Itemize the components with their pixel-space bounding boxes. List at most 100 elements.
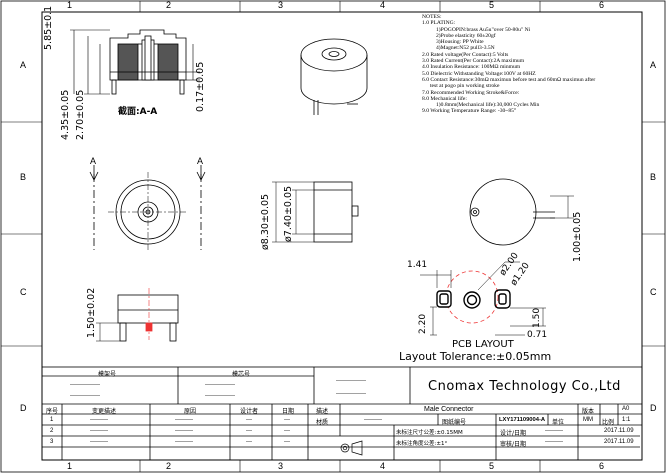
note-line: 4)Magnet:N52 pull3-3.5N [436,45,495,52]
note-line: 5.0 Dielectric Withstanding Voltage:100V… [422,70,536,77]
zone-row-a-right: A [650,60,657,70]
dash-field: --------------- [70,382,100,388]
company-name: Cnomax Technology Co.,Ltd [428,379,621,394]
rev-row-designer: --- [246,428,252,434]
zone-col-5-bottom: 5 [489,461,495,471]
dim-inner-dia: ø7.40±0.05 [283,185,294,242]
approved-label: 审核/日期 [500,441,527,448]
scale-label: 比例 [602,419,615,426]
note-line: 9.0 Working Temperature Range: -30~85° [422,108,517,115]
rev-row-date: --- [284,417,290,423]
drawn-label: 设计/日期 [500,430,527,437]
version-value: A0 [622,406,630,412]
note-line: 6.0 Contact Resistance:30mΩ maximun befo… [422,76,596,83]
zone-col-4-top: 4 [380,0,386,10]
rev-row-reason: --------- [175,439,193,445]
drawing-no-label: 图纸编号 [442,419,467,426]
note-line: 1)0.8mm(Mechanical life):30,000 Cycles M… [436,102,540,109]
zone-col-3-top: 3 [278,0,284,10]
note-line: 4.0 Insulation Resistance: 100MΩ minmum [422,64,521,71]
zone-col-2-top: 2 [166,0,172,10]
material-value: --------- [364,417,382,423]
zone-col-3-bottom: 3 [278,461,284,471]
approved-value: --------- [545,439,563,445]
approved-date: 2017.11.09 [604,439,634,445]
front-view [93,172,202,252]
rev-header-reason: 原因 [184,408,197,415]
notes-title: NOTES: [422,14,442,20]
tol-size: 未标注尺寸公差:±0.15MM [396,430,463,436]
note-line: 1)POGOPIN:brass Au5u"over 50-80u" Ni [436,26,531,33]
dim-gap: 0.17±0.05 [195,61,206,112]
unit-label: 单位 [552,419,565,426]
isometric-view [300,38,368,115]
rev-row-date: --- [284,439,290,445]
section-dim-lines [70,29,200,95]
rev-header-designer: 设计者 [240,408,259,415]
dim-height-body: 4.35±0.05 [60,89,71,140]
zone-row-c-right: C [650,287,657,297]
drawn-value: --------- [545,428,563,434]
zone-row-b-right: B [650,172,657,182]
section-view [109,29,187,95]
dash-field: --------------- [205,393,235,399]
section-marker-left: A [90,156,97,166]
dim-height-pin: 2.70±0.05 [75,89,86,140]
note-line: 2)Probe elasticity 60±20gf [436,32,496,39]
rev-row-date: --- [284,428,290,434]
dim-pcb-w2: 0.71 [527,330,548,340]
mold-frame-label: 模架号 [98,371,117,378]
side-view [272,181,359,243]
pcb-layout [420,261,546,336]
zone-row-b-left: B [20,172,27,182]
dim-pin-step: 1.00±0.05 [572,211,583,262]
desc-value: Male Connector [424,406,474,413]
projection-symbol-icon [340,440,363,456]
section-arrows [89,165,206,181]
unit-value: MM [583,417,593,423]
pcb-layout-tolerance: Layout Tolerance:±0.05mm [399,350,552,363]
note-line: 3.0 Rated Current(Per Contact):2A maximu… [422,58,525,65]
desc-label: 描述 [316,408,329,415]
rev-row-desc: --------- [90,428,108,434]
rev-row-no: 2 [50,428,54,434]
zone-col-6-bottom: 6 [599,461,605,471]
note-line: 3)Housing: PP White [436,39,484,46]
note-line: 1.0 PLATING: [422,20,456,27]
zone-row-c-left: C [20,287,27,297]
rev-row-designer: --- [246,439,252,445]
zone-row-a-left: A [20,60,27,70]
title-block [41,366,643,461]
rev-row-desc: --------- [90,439,108,445]
scale-value: 1:1 [622,417,631,423]
dim-pin-len: 1.50±0.02 [86,287,97,338]
dash-field: --------------- [336,378,366,384]
rev-row-no: 3 [50,439,54,445]
zone-col-6-top: 6 [599,0,605,10]
zone-col-1-top: 1 [67,0,73,10]
dash-field: --------------- [205,382,235,388]
note-line: 8.0 Mechanical life: [422,95,467,102]
notes-block: NOTES: 1.0 PLATING: 1)POGOPIN:brass Au5u… [422,14,595,115]
bottom-view [469,178,574,246]
dim-pcb-h2: 1.50 [532,307,542,328]
lower-side-view [96,288,179,342]
rev-row-reason: --------- [175,417,193,423]
dash-field: --------------- [70,393,100,399]
drawn-date: 2017.11.09 [604,428,634,434]
dim-pcb-h1: 2.20 [418,313,428,334]
rev-header-desc: 变更描述 [92,408,117,415]
pcb-layout-title: PCB LAYOUT [452,339,514,350]
zone-row-d-left: D [20,403,27,413]
zone-col-2-bottom: 2 [166,461,172,471]
material-label: 材质 [316,419,329,426]
dim-pcb-w: 1.41 [407,260,428,270]
rev-row-designer: --- [246,417,252,423]
section-label: 截面:A-A [118,107,158,117]
zone-col-5-top: 5 [489,0,495,10]
rev-row-desc: --------- [90,417,108,423]
version-label: 版本 [582,408,595,415]
